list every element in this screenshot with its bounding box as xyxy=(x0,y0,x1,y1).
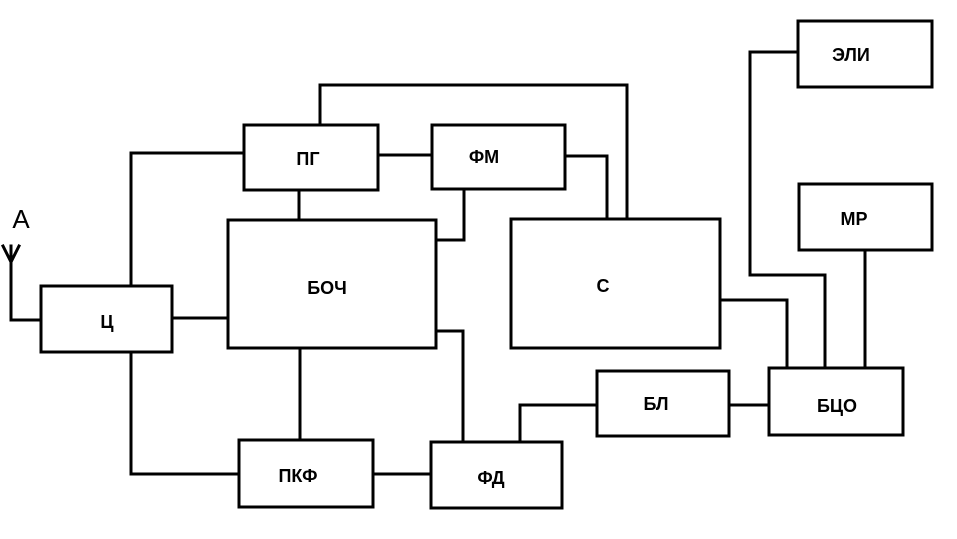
wire-c-pkf xyxy=(129,350,241,476)
block-mr-label: МР xyxy=(841,209,868,229)
wire-s-bco xyxy=(718,298,789,370)
connections xyxy=(9,50,867,476)
antenna: А xyxy=(0,204,30,266)
block-mr: МР xyxy=(797,182,934,252)
wire-pg-s xyxy=(318,83,629,221)
block-bl-label: БЛ xyxy=(643,394,668,414)
block-pkf-label: ПКФ xyxy=(278,466,317,486)
block-pkf: ПКФ xyxy=(237,438,375,509)
block-fm-label: ФМ xyxy=(469,147,499,167)
block-boch: БОЧ xyxy=(226,218,438,350)
block-pg: ПГ xyxy=(242,123,380,192)
block-boch-label: БОЧ xyxy=(307,278,347,298)
block-s: С xyxy=(509,217,722,350)
block-bco-label: БЦО xyxy=(817,396,857,416)
wire-fm-boch xyxy=(434,187,466,242)
block-bl: БЛ xyxy=(595,369,731,438)
wire-fm-s xyxy=(563,154,609,221)
block-c: Ц xyxy=(39,284,174,354)
block-bco: БЦО xyxy=(767,366,905,437)
wire-c-pg xyxy=(129,151,246,288)
block-fd-label: ФД xyxy=(477,468,504,488)
block-fm: ФМ xyxy=(430,123,567,191)
wire-antenna-c xyxy=(9,260,43,322)
block-eli: ЭЛИ xyxy=(796,19,934,89)
block-pg-label: ПГ xyxy=(296,149,319,169)
wire-fd-bl xyxy=(518,403,599,444)
wire-boch-fd xyxy=(434,329,465,444)
antenna-icon xyxy=(0,243,22,266)
antenna-label: А xyxy=(12,204,30,234)
wire-eli-bco xyxy=(748,50,827,370)
block-c-label: Ц xyxy=(100,312,114,332)
block-eli-label: ЭЛИ xyxy=(832,45,870,65)
block-fd: ФД xyxy=(429,440,564,510)
block-s-label: С xyxy=(597,276,610,296)
